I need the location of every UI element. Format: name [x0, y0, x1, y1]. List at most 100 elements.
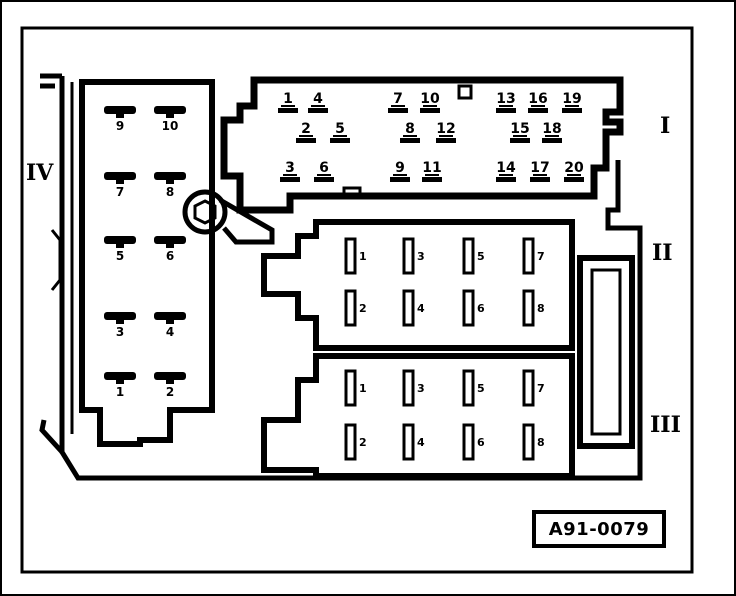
block-ii-pin: 3 [402, 237, 425, 275]
block-iv-housing [50, 79, 215, 447]
block-i-pin-label: 1 [283, 91, 293, 107]
block-i-pin: 3 [280, 160, 300, 182]
block-ii-pin-label: 2 [359, 302, 367, 315]
block-ii-pin-label: 4 [417, 302, 425, 315]
block-iv-pin: 3 [104, 312, 136, 339]
block-iii-pin: 6 [462, 423, 485, 461]
reference-box: A91-0079 [532, 510, 666, 548]
block-iii-pin-label: 3 [417, 382, 425, 395]
block-i-pin-label: 20 [564, 160, 584, 176]
block-i-pin-label: 14 [496, 160, 516, 176]
block-iv-pin-label: 7 [116, 185, 124, 199]
block-iv-pin: 4 [154, 312, 186, 339]
block-ii-pin-label: 6 [477, 302, 485, 315]
block-ii-pin: 4 [402, 289, 425, 327]
block-iv-pin-label: 1 [116, 385, 124, 399]
block-i-pin: 6 [314, 160, 334, 182]
block-iv-pin-label: 3 [116, 325, 124, 339]
block-iv-pin: 7 [104, 172, 136, 199]
block-iv-pins: 9 10 7 8 5 6 3 4 1 2 [104, 106, 186, 399]
block-i-pin-label: 5 [335, 121, 345, 137]
block-i-pin: 20 [564, 160, 584, 182]
block-ii-pin-label: 7 [537, 250, 545, 263]
block-iii-pin: 1 [344, 369, 367, 407]
block-iv-pin: 8 [154, 172, 186, 199]
block-iv-pin-label: 6 [166, 249, 174, 263]
block-ii-pin-label: 8 [537, 302, 545, 315]
block-iii-pin: 3 [402, 369, 425, 407]
block-i-pin: 15 [510, 121, 530, 143]
block-iii-housing [261, 353, 575, 479]
block-ii-pin: 5 [462, 237, 485, 275]
block-i-pin-label: 8 [405, 121, 415, 137]
block-ii-pin: 7 [522, 237, 545, 275]
block-iv-pin-label: 9 [116, 119, 124, 133]
block-ii-pin: 1 [344, 237, 367, 275]
block-iv-pin: 9 [104, 106, 136, 133]
block-iii-pin-label: 4 [417, 436, 425, 449]
block-i-pin-label: 11 [422, 160, 441, 176]
connector-housing [39, 73, 643, 481]
block-iii-pin-label: 1 [359, 382, 367, 395]
block-iii-pin: 7 [522, 369, 545, 407]
block-iii-pin: 8 [522, 423, 545, 461]
block-i-pin: 2 [296, 121, 316, 143]
block-i-pin: 12 [436, 121, 456, 143]
block-iv-pin-label: 4 [166, 325, 174, 339]
block-ii-housing [261, 219, 575, 351]
block-ii-pins: 1 3 5 7 2 4 6 8 [344, 237, 545, 327]
block-i-pin-label: 10 [420, 91, 440, 107]
block-iii-pin: 2 [344, 423, 367, 461]
block-i-pin-label: 18 [542, 121, 561, 137]
block-ii-pin: 6 [462, 289, 485, 327]
block-i-pin-label: 17 [530, 160, 549, 176]
block-iv-pin: 2 [154, 372, 186, 399]
block-ii-pin: 8 [522, 289, 545, 327]
block-iv-pin: 5 [104, 236, 136, 263]
block-ii-pin: 2 [344, 289, 367, 327]
block-iv-pin: 6 [154, 236, 186, 263]
block-iii-pin-label: 6 [477, 436, 485, 449]
block-ii-pin-label: 3 [417, 250, 425, 263]
block-label-ii: II [652, 240, 673, 266]
reference-number: A91-0079 [549, 519, 650, 540]
block-i-pin-label: 15 [510, 121, 529, 137]
block-i-pin-label: 6 [319, 160, 329, 176]
block-i-pin-label: 4 [313, 91, 323, 107]
side-slot [577, 255, 635, 449]
block-ii-pin-label: 1 [359, 250, 367, 263]
block-i-pin-label: 12 [436, 121, 455, 137]
block-i-pin-label: 16 [528, 91, 547, 107]
block-i-pin: 11 [422, 160, 442, 182]
block-i-pin-label: 3 [285, 160, 295, 176]
block-ii-pin-label: 5 [477, 250, 485, 263]
block-i-pin: 9 [390, 160, 410, 182]
block-iii-pin: 4 [402, 423, 425, 461]
block-label-i: I [660, 113, 670, 139]
block-i-pin-label: 13 [496, 91, 515, 107]
block-i-pin: 4 [308, 91, 328, 113]
block-i-pin-label: 7 [393, 91, 403, 107]
block-i-pin: 16 [528, 91, 548, 113]
block-iv-pin: 1 [104, 372, 136, 399]
block-iv-pin-label: 2 [166, 385, 174, 399]
block-i-pin: 18 [542, 121, 562, 143]
block-iv-pin-label: 10 [162, 119, 179, 133]
block-i-pin-label: 2 [301, 121, 311, 137]
block-iii-pin-label: 2 [359, 436, 367, 449]
block-i-pin: 7 [388, 91, 408, 113]
block-iii-pin: 5 [462, 369, 485, 407]
block-iii-pin-label: 7 [537, 382, 545, 395]
block-i-pin: 5 [330, 121, 350, 143]
block-i-pin: 13 [496, 91, 516, 113]
block-i-pin-label: 9 [395, 160, 405, 176]
block-i-pin-label: 19 [562, 91, 581, 107]
block-i-pin: 14 [496, 160, 516, 182]
block-iii-pin-label: 5 [477, 382, 485, 395]
screw-icon [182, 189, 275, 245]
block-i-pin: 10 [420, 91, 440, 113]
block-i-pin: 1 [278, 91, 298, 113]
block-i-pin: 19 [562, 91, 582, 113]
